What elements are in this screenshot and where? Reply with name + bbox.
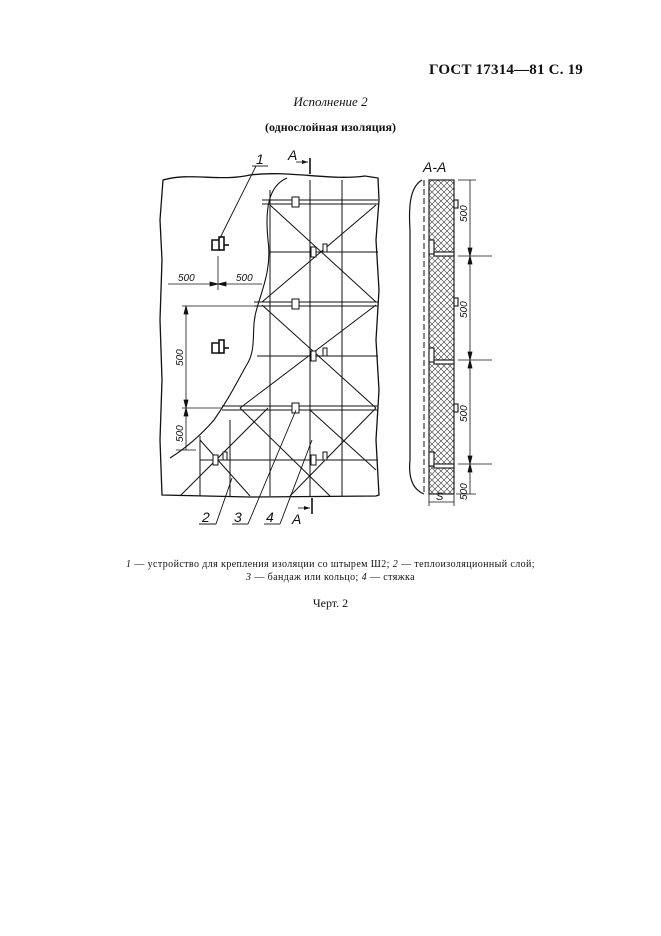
- studs: [212, 243, 328, 466]
- insulation-subtitle: (однослойная изоляция): [264, 120, 397, 134]
- technical-drawing: 500 500 500 500 А А: [159, 147, 492, 527]
- legend-item-4-number: 4: [361, 572, 368, 583]
- bands: [222, 199, 378, 411]
- legend-item-3-text: — бандаж или кольцо;: [251, 572, 362, 583]
- section-thickness-label: S: [436, 491, 444, 503]
- dimension-lines: [168, 256, 262, 451]
- section-dim-2: 500: [459, 301, 470, 318]
- main-view: 500 500 500 500 А А: [159, 147, 380, 527]
- section-mark-bottom: [298, 498, 313, 514]
- callout-4: 4: [266, 509, 274, 525]
- section-pins: [428, 199, 459, 469]
- section-insulation: [428, 179, 455, 495]
- section-dim-1: 500: [459, 205, 470, 222]
- callout-3: 3: [234, 509, 242, 525]
- section-dim-3: 500: [459, 405, 470, 422]
- dim-right-horizontal: 500: [236, 273, 253, 284]
- callout-2: 2: [201, 509, 210, 525]
- band-buckles: [291, 196, 300, 414]
- legend-item-2-number: 2: [392, 559, 399, 570]
- surface-outline: [159, 173, 380, 498]
- section-title: А-А: [422, 159, 446, 175]
- section-mark-top-letter: А: [287, 147, 297, 163]
- dim-vertical-2: 500: [175, 425, 186, 442]
- mesh-horizontal: [200, 251, 378, 461]
- legend-item-2-text: — теплоизоляционный слой;: [398, 559, 535, 570]
- legend-item-1-text: — устройство для крепления изоляции со ш…: [131, 559, 393, 570]
- section-mark-top: [296, 158, 311, 174]
- figure-legend: 1 — устройство для крепления изоляции со…: [60, 558, 601, 584]
- section-view: А-А: [408, 159, 492, 506]
- section-dimension-lines: [428, 179, 492, 506]
- variant-title: Исполнение 2: [293, 94, 368, 109]
- dim-vertical-1: 500: [175, 349, 186, 366]
- figure-label: Черт. 2: [312, 596, 349, 610]
- legend-item-4-text: — стяжка: [367, 572, 415, 583]
- callout-1: 1: [256, 151, 264, 167]
- insulation-torn-edge: [169, 177, 288, 459]
- dim-left-horizontal: 500: [178, 273, 195, 284]
- section-wall: [408, 179, 425, 495]
- section-mark-bottom-letter: А: [291, 511, 301, 527]
- fastening-device: [211, 236, 229, 354]
- legend-item-1-number: 1: [126, 559, 132, 570]
- legend-item-3-number: 3: [246, 572, 252, 583]
- standard-header: ГОСТ 17314—81 С. 19: [429, 62, 583, 78]
- callout-leaders: [199, 165, 313, 525]
- section-dim-4: 500: [459, 483, 470, 500]
- mesh-vertical: [199, 180, 343, 496]
